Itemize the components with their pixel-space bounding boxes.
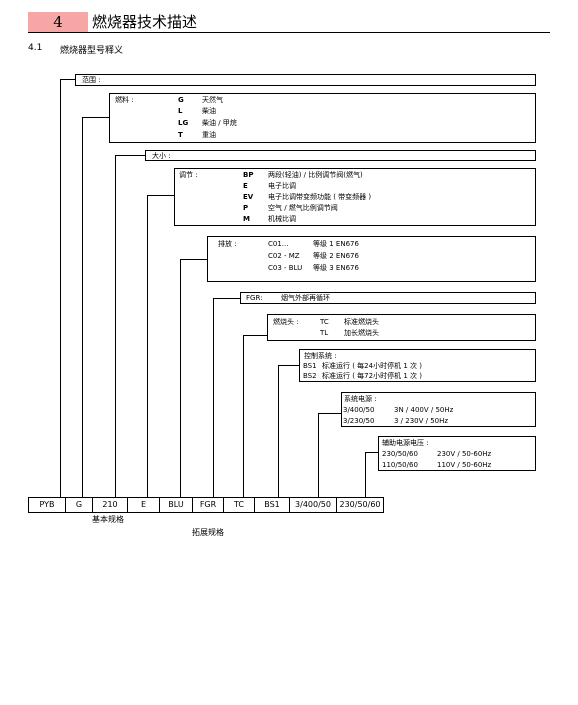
emission-desc: 等级 1 EN676 xyxy=(313,240,359,248)
fuel-desc: 天然气 xyxy=(202,96,223,104)
aux-code: 230/50/60 xyxy=(382,450,418,458)
aux-label: 辅助电源电压 : xyxy=(382,439,429,447)
emission-code: C03 - BLU xyxy=(268,264,303,272)
head-desc: 加长燃烧头 xyxy=(344,329,379,337)
code-cell: 230/50/60 xyxy=(337,498,384,512)
head-code: TL xyxy=(320,329,329,337)
head-desc: 标准燃烧头 xyxy=(344,318,379,326)
chapter-title: 燃烧器技术描述 xyxy=(92,13,198,31)
fuel-code: LG xyxy=(178,119,189,127)
power-label: 系统电源 : xyxy=(344,395,377,403)
code-cell: TC xyxy=(224,498,255,512)
chapter-number: 4 xyxy=(28,12,88,32)
regulation-desc: 电子比调带变频功能 ( 带变频器 ) xyxy=(268,193,372,201)
control-code: BS1 xyxy=(303,362,317,370)
fgr-desc: 烟气外部再循环 xyxy=(281,294,330,302)
power-code: 3/230/50 xyxy=(343,417,375,425)
emission-code: C02 - MZ xyxy=(268,252,300,260)
power-code: 3/400/50 xyxy=(343,406,375,414)
basic-spec-label: 基本规格 xyxy=(92,515,124,524)
regulation-desc: 电子比调 xyxy=(268,182,296,190)
regulation-desc: 两段(轻油) / 比例调节阀(燃气) xyxy=(268,171,363,179)
code-cell: BS1 xyxy=(255,498,290,512)
code-cell: 210 xyxy=(93,498,128,512)
emission-desc: 等级 2 EN676 xyxy=(313,252,359,260)
emission-desc: 等级 3 EN676 xyxy=(313,264,359,272)
control-system-box: 控制系统 : BS1 标准运行 ( 每24小时停机 1 次 ) BS2 标准运行… xyxy=(299,349,536,382)
regulation-code: P xyxy=(243,204,249,212)
code-cell: E xyxy=(128,498,160,512)
fuel-code: G xyxy=(178,96,184,104)
control-label: 控制系统 : xyxy=(304,352,337,360)
fuel-code: L xyxy=(178,107,183,115)
regulation-desc: 空气 / 燃气比例调节阀 xyxy=(268,204,338,212)
section-number: 4.1 xyxy=(28,43,43,53)
size-box: 大小 : xyxy=(145,150,536,161)
emission-box: 排放 : C01... 等级 1 EN676 C02 - MZ 等级 2 EN6… xyxy=(207,236,536,282)
code-cell: PYB xyxy=(29,498,66,512)
fgr-label: FGR: xyxy=(246,294,263,302)
regulation-label: 调节 : xyxy=(179,171,198,179)
code-cell: 3/400/50 xyxy=(290,498,337,512)
fuel-label: 燃料 : xyxy=(115,96,134,104)
regulation-code: E xyxy=(243,182,248,190)
power-desc: 3 / 230V / 50Hz xyxy=(394,417,449,425)
regulation-box: 调节 : BP 两段(轻油) / 比例调节阀(燃气) E 电子比调 EV 电子比… xyxy=(174,168,536,226)
head-code: TC xyxy=(320,318,329,326)
system-power-box: 系统电源 : 3/400/50 3N / 400V / 50Hz 3/230/5… xyxy=(341,392,536,427)
fuel-box: 燃料 : G 天然气 L 柴油 LG 柴油 / 甲烷 T 重油 xyxy=(109,93,536,143)
aux-desc: 110V / 50-60Hz xyxy=(437,461,492,469)
model-code-row: PYB G 210 E BLU FGR TC BS1 3/400/50 230/… xyxy=(28,497,384,513)
header-rule xyxy=(28,32,550,33)
fuel-code: T xyxy=(178,131,183,139)
control-desc: 标准运行 ( 每24小时停机 1 次 ) xyxy=(322,362,422,370)
regulation-desc: 机械比调 xyxy=(268,215,296,223)
code-cell: BLU xyxy=(160,498,193,512)
range-box: 范围 : xyxy=(75,74,536,86)
control-code: BS2 xyxy=(303,372,317,380)
burner-head-box: 燃烧头 : TC 标准燃烧头 TL 加长燃烧头 xyxy=(267,314,536,341)
aux-power-box: 辅助电源电压 : 230/50/60 230V / 50-60Hz 110/50… xyxy=(378,436,536,471)
emission-code: C01... xyxy=(268,240,289,248)
fuel-desc: 重油 xyxy=(202,131,216,139)
fgr-box: FGR: 烟气外部再循环 xyxy=(240,292,536,304)
section-title: 燃烧器型号释义 xyxy=(60,46,124,56)
extended-spec-label: 拓展规格 xyxy=(192,528,224,537)
regulation-code: EV xyxy=(243,193,254,201)
fuel-desc: 柴油 / 甲烷 xyxy=(202,119,237,127)
fuel-desc: 柴油 xyxy=(202,107,216,115)
regulation-code: M xyxy=(243,215,250,223)
emission-label: 排放 : xyxy=(218,240,237,248)
size-label: 大小 : xyxy=(152,152,171,160)
head-label: 燃烧头 : xyxy=(273,318,299,326)
range-label: 范围 : xyxy=(82,76,101,84)
power-desc: 3N / 400V / 50Hz xyxy=(394,406,454,414)
regulation-code: BP xyxy=(243,171,254,179)
control-desc: 标准运行 ( 每72小时停机 1 次 ) xyxy=(322,372,422,380)
code-cell: FGR xyxy=(193,498,224,512)
aux-code: 110/50/60 xyxy=(382,461,418,469)
code-cell: G xyxy=(66,498,93,512)
aux-desc: 230V / 50-60Hz xyxy=(437,450,492,458)
